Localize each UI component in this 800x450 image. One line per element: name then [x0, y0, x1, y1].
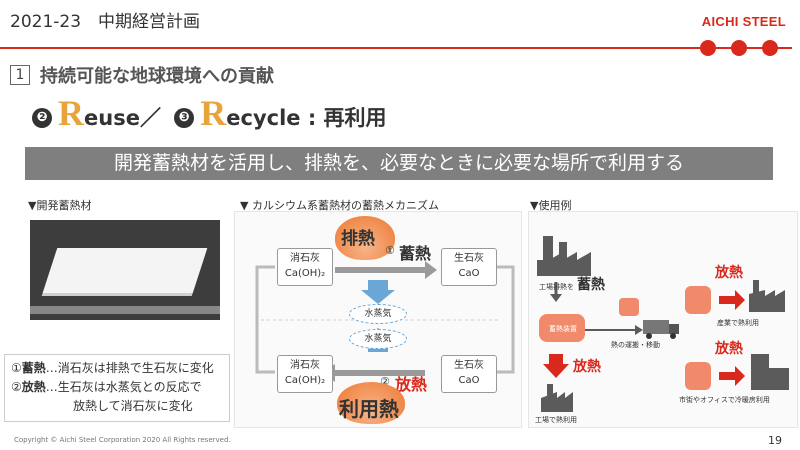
separator: ／	[139, 106, 161, 130]
city-use-label: 市街やオフィスで冷暖房利用	[679, 396, 770, 404]
exhaust-heat-flame	[335, 216, 395, 260]
release-down-arrow	[543, 354, 569, 378]
note-num: ①	[11, 361, 22, 375]
transport-arrow-head	[635, 325, 643, 335]
material-photo	[30, 220, 220, 320]
plan-title: 2021-23 中期経営計画	[10, 12, 201, 32]
heat-storage-block	[42, 248, 208, 293]
section-title: 持続可能な地球環境への貢献	[40, 66, 274, 87]
exhaust-heat-label: 排熱	[341, 229, 375, 249]
factory-icon-bottom	[541, 384, 573, 412]
factory-icon-source	[537, 236, 591, 276]
company-logo: AICHI STEEL	[701, 14, 786, 29]
building-icon	[751, 354, 789, 390]
decor-dot	[762, 40, 778, 56]
usage-graphics	[537, 236, 789, 412]
step2-label: 放熱	[395, 375, 428, 394]
word-recycle: ecycle	[226, 106, 301, 130]
mechanism-diagram: 排熱 ① 蓄熱 消石灰 Ca(OH)₂ 生石灰 CaO 水蒸気 水蒸気 消石灰 …	[234, 211, 522, 428]
quicklime-box-bottom: 生石灰 CaO	[441, 355, 497, 393]
box-formula: Ca(OH)₂	[284, 375, 326, 386]
note-text: …生石灰は水蒸気との反応で	[45, 380, 202, 394]
material-label: ▼開発蓄熱材	[28, 199, 92, 212]
slaked-lime-box-top: 消石灰 Ca(OH)₂	[277, 248, 333, 286]
store-heat-label: 蓄熱	[577, 277, 605, 293]
section-number: 1	[10, 65, 30, 85]
header-divider	[0, 47, 792, 49]
step2-number: ②	[380, 375, 390, 388]
industry-use-label: 産業で熱利用	[717, 319, 759, 327]
note-key: 放熱	[21, 380, 46, 394]
box-formula: CaO	[458, 375, 480, 386]
note-key: 蓄熱	[21, 361, 46, 375]
truck-icon	[619, 298, 679, 339]
usable-heat-flame	[337, 382, 405, 424]
arrow-head-1	[550, 294, 562, 302]
ruler	[30, 306, 220, 314]
note-line-1: ①蓄熱…消石灰は排熱で生石灰に変化	[11, 359, 223, 378]
exhaust-note: 工場排熱を	[539, 283, 574, 291]
word-reuse: euse	[84, 106, 140, 130]
factory-icon-right	[749, 280, 785, 312]
mechanism-label: ▼ カルシウム系蓄熱材の蓄熱メカニズム	[240, 199, 439, 212]
box-formula: Ca(OH)₂	[284, 268, 326, 279]
step1-label: 蓄熱	[399, 244, 432, 263]
decor-dot	[731, 40, 747, 56]
number-badge: ❷	[32, 108, 52, 128]
message-banner: 開発蓄熱材を活用し、排熱を、必要なときに必要な場所で利用する	[25, 147, 773, 180]
page-number: 19	[768, 434, 782, 447]
initial-letter: R	[200, 93, 227, 133]
box-formula: CaO	[458, 268, 480, 279]
transport-label: 熱の運搬・移動	[611, 341, 660, 349]
release-heat-main: 放熱	[573, 359, 601, 375]
factory-use-label: 工場で熱利用	[535, 416, 577, 424]
release-arrow-bottom	[719, 366, 745, 386]
cycle-line-left	[255, 265, 275, 374]
quicklime-box-top: 生石灰 CaO	[441, 248, 497, 286]
storage-tank-main	[539, 314, 585, 342]
mechanism-notes: ①蓄熱…消石灰は排熱で生石灰に変化 ②放熱…生石灰は水蒸気との反応で 放熱して消…	[4, 354, 230, 422]
step1-number: ①	[385, 244, 395, 257]
usage-label: ▼使用例	[530, 199, 572, 212]
tank-bottom-right	[685, 362, 711, 390]
cycle-line-right	[497, 265, 515, 374]
initial-letter: R	[58, 93, 84, 133]
box-name: 消石灰	[290, 253, 320, 264]
box-name: 消石灰	[290, 360, 320, 371]
vapor-down-arrow	[361, 280, 395, 304]
usable-heat-label: 利用熱	[339, 397, 399, 421]
vapor-top: 水蒸気	[349, 304, 407, 324]
box-name: 生石灰	[454, 360, 484, 371]
release-arrow-top	[719, 290, 745, 310]
vapor-bottom: 水蒸気	[349, 329, 407, 349]
note-line-2: ②放熱…生石灰は水蒸気との反応で	[11, 378, 223, 397]
note-text: …消石灰は排熱で生石灰に変化	[45, 361, 214, 375]
release-heat-label-2: 放熱	[715, 341, 743, 357]
copyright: Copyright © Aichi Steel Corporation 2020…	[14, 436, 231, 444]
storage-unit-label: 蓄熱装置	[549, 325, 577, 333]
tank-top-right	[685, 286, 711, 314]
box-name: 生石灰	[454, 253, 484, 264]
forward-arrow	[335, 261, 437, 279]
subheading-suffix: : 再利用	[300, 106, 387, 130]
decor-dot	[700, 40, 716, 56]
note-line-3: 放熱して消石灰に変化	[73, 399, 193, 413]
release-heat-label-1: 放熱	[715, 265, 743, 281]
reverse-arrow	[323, 364, 425, 382]
number-badge: ❸	[174, 108, 195, 128]
note-num: ②	[11, 380, 22, 394]
slaked-lime-box-bottom: 消石灰 Ca(OH)₂	[277, 355, 333, 393]
usage-diagram: 工場排熱を 蓄熱 蓄熱装置 放熱 産業で熱利用 熱の運搬・移動 放熱 放熱 工場…	[528, 211, 798, 428]
